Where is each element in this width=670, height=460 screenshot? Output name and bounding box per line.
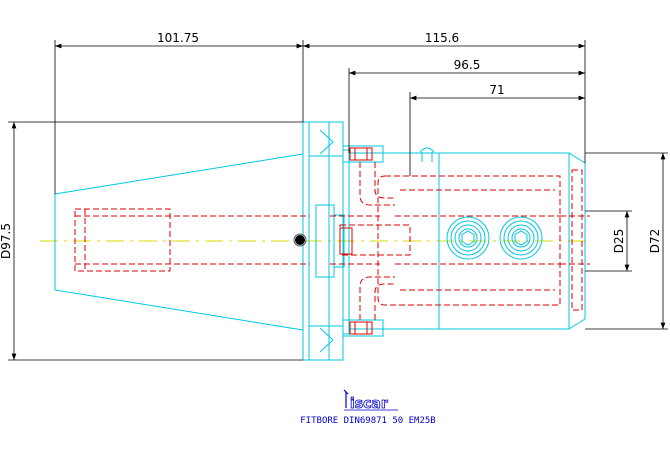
drawing-caption: FITBORE DIN69871 50 EM25B — [300, 416, 435, 426]
holder-body — [342, 145, 586, 337]
dim-body-diameter: D72 — [648, 229, 662, 254]
dim-bore-depth: 71 — [489, 83, 504, 97]
flange — [302, 121, 350, 361]
brand-logo: iscar — [343, 389, 398, 412]
hidden-lines — [74, 162, 590, 320]
dim-body-length: 96.5 — [454, 58, 481, 72]
screw-details — [339, 147, 373, 335]
dimension-lines — [8, 40, 668, 361]
brand-wordmark: iscar — [350, 396, 388, 412]
taper-shank — [54, 153, 304, 331]
dim-shank-length: 101.75 — [157, 31, 199, 45]
dim-flange-diameter: D97.5 — [0, 223, 13, 259]
dim-bore-diameter: D25 — [612, 229, 626, 254]
dim-overall-length: 115.6 — [425, 31, 459, 45]
gauge-ball — [293, 233, 307, 247]
